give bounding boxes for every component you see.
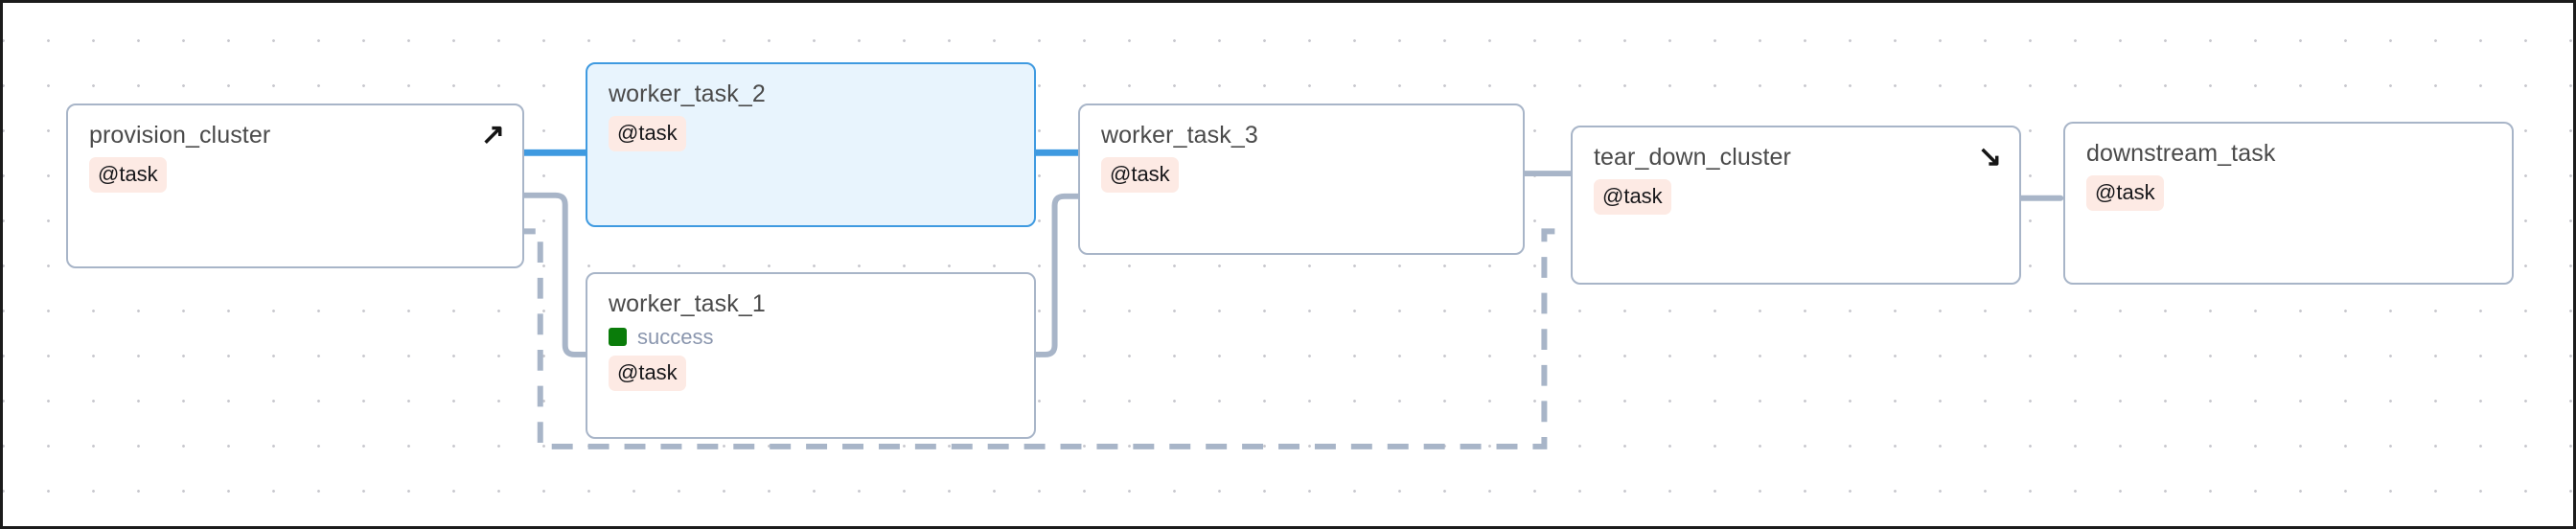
node-title: provision_cluster (89, 122, 271, 149)
node-badge: @task (2086, 174, 2164, 211)
node-tear-down-cluster[interactable]: tear_down_cluster @task ↘ (1571, 126, 2021, 285)
node-badge: @task (1594, 178, 1671, 215)
node-title: worker_task_1 (609, 290, 766, 317)
node-title: downstream_task (2086, 140, 2276, 167)
arrow-up-right-icon[interactable]: ↗ (480, 119, 505, 150)
edge-provision-cluster-to-worker-task-1 (511, 192, 593, 357)
node-badge: @task (609, 115, 686, 151)
node-badge: @task (1101, 156, 1179, 193)
arrow-down-right-icon[interactable]: ↘ (1977, 141, 2002, 172)
node-title: worker_task_3 (1101, 122, 1258, 149)
status-success-icon (609, 328, 627, 346)
node-worker-task-2[interactable]: worker_task_2 @task (586, 62, 1036, 227)
node-badge: @task (609, 355, 686, 391)
node-badge: @task (89, 156, 167, 193)
node-title: tear_down_cluster (1594, 144, 1791, 171)
node-worker-task-3[interactable]: worker_task_3 @task (1078, 104, 1525, 255)
node-status: success (609, 324, 714, 349)
node-title: worker_task_2 (609, 80, 766, 107)
node-downstream-task[interactable]: downstream_task @task (2063, 122, 2514, 285)
node-worker-task-1[interactable]: worker_task_1 success @task (586, 272, 1036, 439)
node-provision-cluster[interactable]: provision_cluster @task ↗ (66, 104, 524, 268)
node-status-label: success (637, 324, 714, 349)
